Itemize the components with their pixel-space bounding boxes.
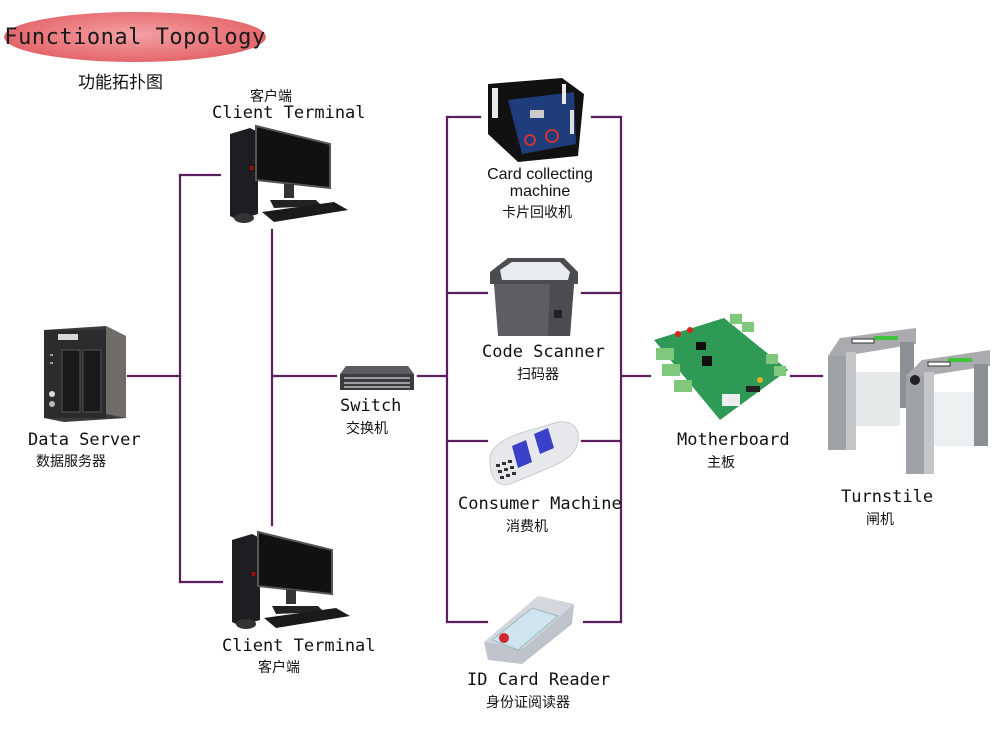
switch-node[interactable]	[338, 364, 416, 398]
code-scanner-label-zh: 扫码器	[517, 367, 559, 383]
consumer-machine-label-zh: 消费机	[506, 519, 548, 535]
code-scanner-label: Code Scanner	[482, 342, 605, 362]
consumer-machine-node[interactable]	[484, 418, 580, 494]
network-switch-icon	[340, 366, 414, 390]
data-server-label: Data Server	[28, 430, 141, 450]
id-card-reader-label: ID Card Reader	[467, 670, 611, 690]
card-collector-node[interactable]	[478, 74, 594, 168]
qr-scanner-icon	[490, 258, 578, 336]
motherboard-label-zh: 主板	[707, 455, 735, 471]
turnstile-node[interactable]	[824, 322, 996, 482]
client-top-node[interactable]	[222, 122, 352, 232]
pos-terminal-icon	[489, 421, 579, 486]
id-card-reader-icon	[484, 596, 574, 664]
consumer-machine-label: Consumer Machine	[458, 494, 622, 514]
card-collector-label-line1: Card collecting	[487, 166, 593, 183]
switch-label-zh: 交换机	[346, 421, 388, 437]
client-top-label: Client Terminal	[212, 103, 366, 123]
nas-server-icon	[44, 326, 126, 422]
title-zh: 功能拓扑图	[78, 73, 163, 93]
data-server-node[interactable]	[40, 322, 130, 426]
motherboard-label: Motherboard	[677, 430, 790, 450]
data-server-label-zh: 数据服务器	[36, 454, 106, 470]
motherboard-node[interactable]	[650, 310, 790, 426]
code-scanner-node[interactable]	[486, 252, 582, 346]
desktop-computer-icon	[230, 124, 348, 223]
switch-label: Switch	[340, 396, 402, 416]
circuit-board-icon	[654, 314, 788, 420]
card-collector-label: Card collecting machine	[480, 166, 600, 200]
title-en: Functional Topology	[4, 24, 266, 50]
card-collector-label-line2: machine	[509, 183, 571, 200]
turnstile-gate-icon	[828, 328, 990, 474]
card-collector-label-zh: 卡片回收机	[502, 205, 572, 221]
id-card-reader-node[interactable]	[478, 590, 578, 674]
client-bottom-label: Client Terminal	[222, 636, 376, 656]
client-bottom-node[interactable]	[224, 528, 354, 638]
client-top-label-zh: 客户端	[250, 89, 292, 105]
turnstile-label-zh: 闸机	[866, 512, 894, 528]
turnstile-label: Turnstile	[841, 487, 934, 507]
title-badge: Functional Topology	[4, 12, 266, 62]
card-collector-icon	[488, 78, 584, 162]
client-bottom-label-zh: 客户端	[258, 660, 300, 676]
id-card-reader-label-zh: 身份证阅读器	[486, 695, 570, 711]
desktop-computer-icon	[232, 530, 350, 629]
